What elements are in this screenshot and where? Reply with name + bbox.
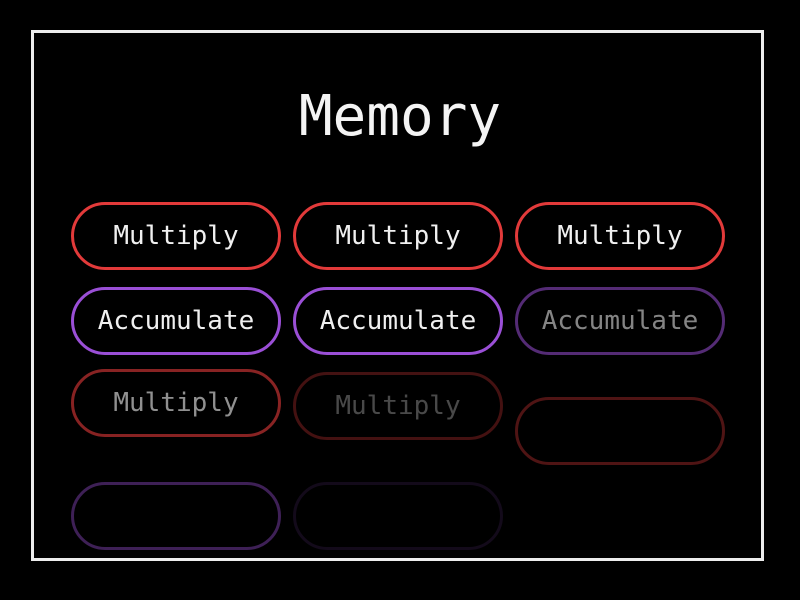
accumulate-pill: Accumulate: [71, 287, 281, 355]
multiply-pill: Multiply: [71, 202, 281, 270]
multiply-pill: Multiply: [71, 369, 281, 437]
accumulate-pill: Accumulate: [515, 287, 725, 355]
multiply-pill: [515, 397, 725, 465]
accumulate-pill: [71, 482, 281, 550]
accumulate-pill: [293, 482, 503, 550]
memory-frame: [31, 30, 764, 561]
multiply-pill: Multiply: [293, 372, 503, 440]
multiply-pill: Multiply: [293, 202, 503, 270]
accumulate-pill: Accumulate: [293, 287, 503, 355]
multiply-pill: Multiply: [515, 202, 725, 270]
memory-title: Memory: [298, 84, 502, 149]
